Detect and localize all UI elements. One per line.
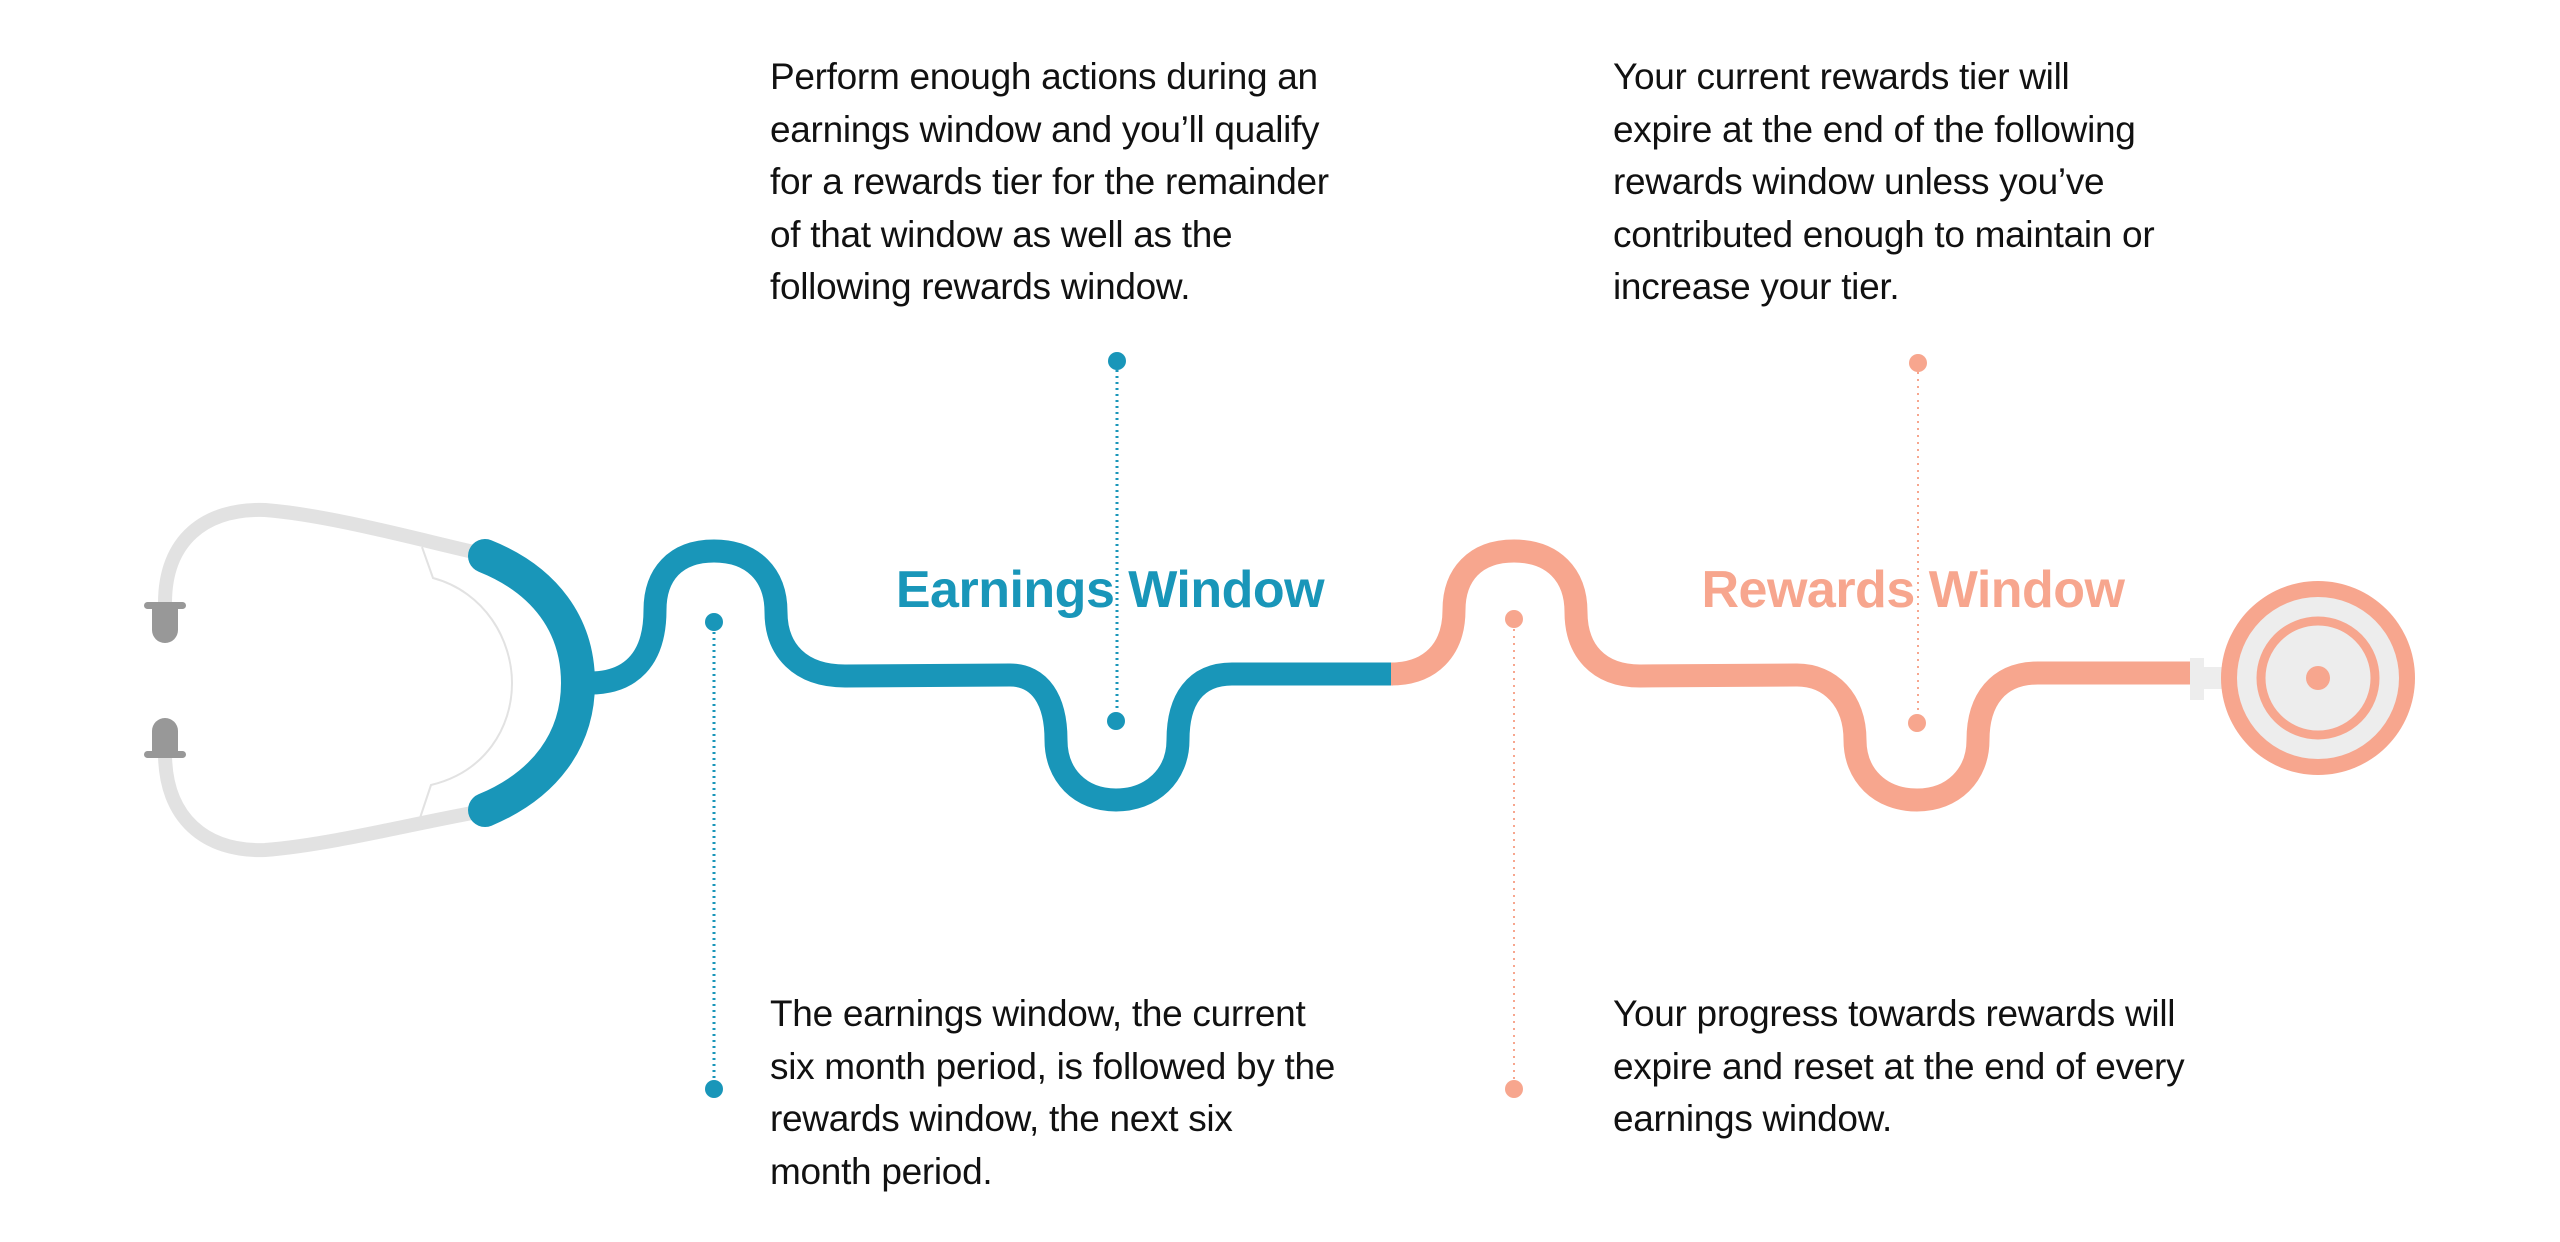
text-line: following rewards window. — [770, 266, 1191, 308]
callout-dot — [1505, 1080, 1523, 1098]
callout-dot — [1107, 712, 1125, 730]
rewards-window-tube — [1390, 539, 2192, 812]
callout-earnings-bottom — [705, 613, 723, 1098]
text-line: Your current rewards tier will — [1613, 56, 2070, 97]
callout-rewards-bottom — [1505, 610, 1523, 1098]
text-line: increase your tier. — [1613, 266, 1900, 308]
progress-reset-description: Your progress towards rewards will expir… — [1613, 988, 2185, 1146]
headset-spring-line — [419, 546, 514, 819]
text-line: earnings window and you’ll qualify — [770, 108, 1320, 150]
callout-dot — [1505, 610, 1523, 628]
stethoscope-headset-icon — [144, 502, 596, 858]
earnings-window-tube — [589, 539, 1393, 812]
text-line: for a rewards tier for the remainder — [770, 161, 1329, 203]
text-line: month period. — [770, 1150, 993, 1192]
callout-dot — [705, 1080, 723, 1098]
callout-dot — [1908, 714, 1926, 732]
text-line: earnings window. — [1613, 1098, 1893, 1140]
earnings-window-heading: Earnings Window — [895, 561, 1325, 619]
text-line: expire at the end of the following — [1613, 108, 2136, 150]
callout-dot — [1108, 352, 1126, 370]
earpiece-upper-icon — [144, 602, 186, 643]
stethoscope-chestpiece-icon — [2190, 581, 2415, 775]
earnings-period-description: The earnings window, the current six mon… — [770, 988, 1335, 1198]
text-line: rewards window unless you’ve — [1613, 161, 2105, 203]
text-line: Perform enough actions during an — [770, 56, 1318, 97]
callout-dot — [1909, 354, 1927, 372]
chestpiece-center-dot — [2306, 666, 2330, 690]
headset-tube-lower — [158, 746, 485, 858]
text-line: expire and reset at the end of every — [1613, 1045, 2185, 1087]
headset-binaural-arc — [468, 539, 596, 827]
callout-earnings-top — [1107, 352, 1126, 730]
chestpiece-neck — [2200, 667, 2226, 689]
text-line: Your progress towards rewards will — [1613, 993, 2176, 1034]
callout-dot — [705, 613, 723, 631]
text-line: of that window as well as the — [770, 213, 1233, 255]
headset-tube-upper — [158, 502, 485, 610]
rewards-tier-expiry-description: Your current rewards tier will expire at… — [1613, 51, 2155, 314]
text-line: The earnings window, the current — [770, 993, 1306, 1034]
callout-rewards-top — [1908, 354, 1927, 732]
text-line: six month period, is followed by the — [770, 1045, 1336, 1087]
text-line: rewards window, the next six — [770, 1098, 1233, 1140]
chestpiece-inner-ring — [2256, 616, 2380, 740]
earnings-qualify-description: Perform enough actions during an earning… — [770, 51, 1329, 314]
text-line: contributed enough to maintain or — [1613, 213, 2155, 255]
earpiece-lower-icon — [144, 718, 186, 758]
rewards-window-heading: Rewards Window — [1701, 561, 2125, 619]
